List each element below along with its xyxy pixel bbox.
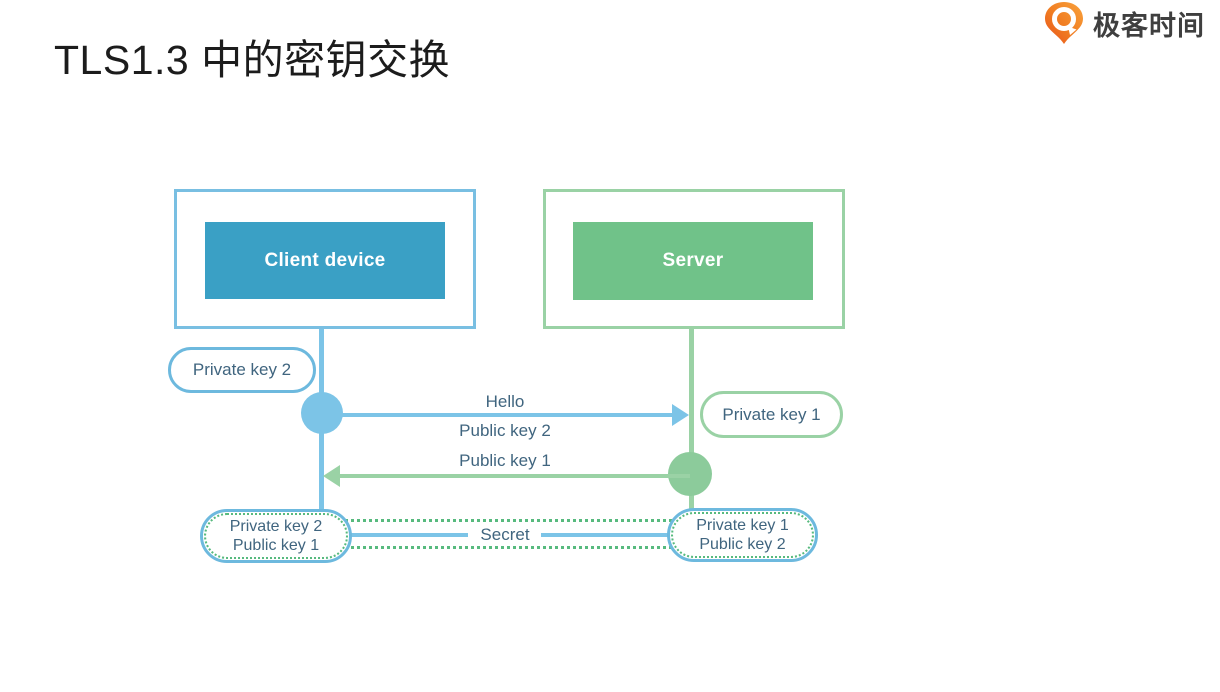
client-secret-line2: Public key 1 [232,537,320,554]
server-box: Server [573,222,813,300]
client-secret-keys-pill: Private key 2 Public key 1 [200,509,352,563]
geektime-logo-text: 极客时间 [1093,10,1205,41]
geektime-logo: 极客时间 [1041,1,1205,45]
server-secret-line2: Public key 2 [699,536,786,553]
geektime-pin-icon [1045,2,1083,44]
server-to-client-arrow-line [339,474,690,478]
hello-message-label: Hello [485,392,525,411]
client-secret-line1: Private key 2 [229,518,323,535]
client-to-server-arrow-line [322,413,674,417]
secret-dotted-line-top [345,519,672,522]
page-title: TLS1.3 中的密钥交换 [54,37,451,83]
secret-solid-line-left [348,533,468,537]
secret-label: Secret [480,525,530,544]
server-to-client-arrowhead-icon [323,465,340,487]
secret-dotted-line-bottom [345,546,672,549]
public-key-1-message-label: Public key 1 [459,451,551,470]
public-key-2-message-label: Public key 2 [459,421,551,440]
server-lifeline [689,329,694,511]
server-secret-dotted-ring: Private key 1 Public key 2 [671,512,814,558]
server-secret-line1: Private key 1 [696,517,789,534]
server-private-key-pill: Private key 1 [700,391,843,438]
client-to-server-arrowhead-icon [672,404,689,426]
client-device-box: Client device [205,222,445,299]
server-secret-keys-pill: Private key 1 Public key 2 [667,508,818,562]
client-private-key-pill: Private key 2 [168,347,316,393]
secret-solid-line-right [541,533,669,537]
client-secret-dotted-ring: Private key 2 Public key 1 [204,513,348,559]
